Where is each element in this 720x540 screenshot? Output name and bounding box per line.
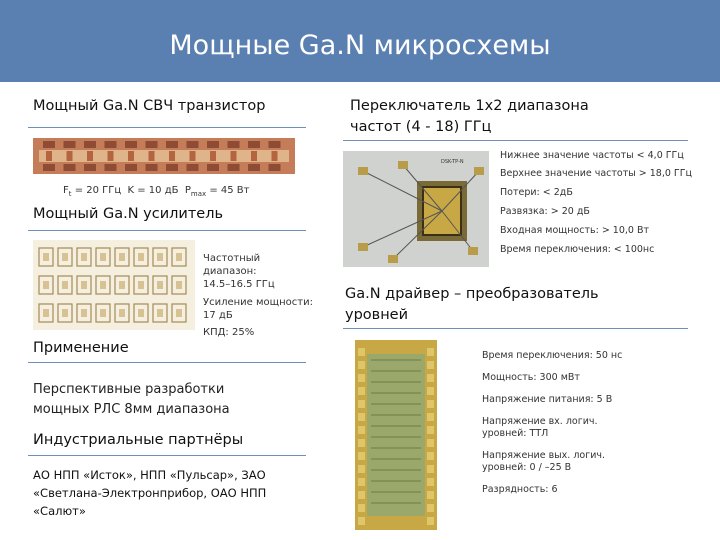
driver-spec-line: Разрядность: 6 — [482, 484, 558, 495]
amplifier-spec-line: 14.5–16.5 ГГц — [203, 279, 275, 290]
title-bar: Мощные Ga.N микросхемы — [0, 0, 720, 82]
amplifier-rule — [28, 230, 306, 231]
driver-spec-line: Напряжение питания: 5 В — [482, 394, 613, 405]
driver-spec-line: Время переключения: 50 нс — [482, 350, 623, 361]
driver-chip-image — [355, 340, 437, 530]
driver-heading: Ga.N драйвер – преобразователь уровней — [345, 284, 599, 326]
switch-spec-line: Потери: < 2дБ — [500, 187, 573, 198]
switch-heading-line: частот (4 - 18) ГГц — [350, 119, 492, 135]
switch-heading-line: Переключатель 1х2 диапазона — [350, 98, 589, 114]
transistor-heading: Мощный Ga.N СВЧ транзистор — [33, 98, 266, 114]
driver-spec-line: Напряжение вых. логич. — [482, 450, 606, 461]
driver-spec-line: уровней: 0 / –25 В — [482, 462, 572, 473]
switch-spec-line: Верхнее значение частоты > 18,0 ГГц — [500, 168, 692, 179]
application-rule — [28, 362, 306, 363]
driver-rule — [343, 328, 688, 329]
driver-specs: Время переключения: 50 нс Мощность: 300 … — [482, 350, 702, 496]
driver-spec-line: Напряжение вх. логич. — [482, 416, 598, 427]
switch-spec-line: Входная мощность: > 10,0 Вт — [500, 225, 650, 236]
driver-heading-line: уровней — [345, 307, 409, 323]
switch-chip-image: DSK-TP-N — [343, 151, 489, 267]
switch-spec-line: Время переключения: < 100нс — [500, 244, 655, 255]
amplifier-spec-line: Частотный диапазон: — [203, 253, 261, 277]
transistor-params: Ft = 20 ГГц K = 10 дБ Pmax = 45 Вт — [63, 185, 250, 198]
amplifier-heading: Мощный Ga.N усилитель — [33, 206, 224, 222]
page-title: Мощные Ga.N микросхемы — [169, 30, 551, 61]
partners-text: АО НПП «Исток», НПП «Пульсар», ЗАО «Свет… — [33, 468, 267, 518]
amplifier-spec-line: КПД: 25% — [203, 327, 255, 338]
switch-spec-line: Нижнее значение частоты < 4,0 ГГц — [500, 150, 684, 161]
partners-heading: Индустриальные партнёры — [33, 432, 244, 448]
amplifier-chip-image — [33, 240, 195, 330]
application-text: Перспективные разработки мощных РЛС 8мм … — [33, 382, 230, 417]
switch-heading: Переключатель 1х2 диапазона частот (4 - … — [350, 96, 589, 138]
amplifier-specs: Частотный диапазон: 14.5–16.5 ГГц Усилен… — [203, 252, 313, 339]
driver-spec-line: Мощность: 300 мВт — [482, 372, 580, 383]
switch-specs: Нижнее значение частоты < 4,0 ГГц Верхне… — [500, 150, 700, 255]
transistor-chip-image — [33, 138, 295, 174]
partners-rule — [28, 455, 306, 456]
transistor-rule — [28, 127, 306, 128]
driver-spec-line: уровней: ТТЛ — [482, 428, 549, 439]
amplifier-spec-line: 17 дБ — [203, 310, 233, 321]
switch-chip-label: DSK-TP-N — [441, 159, 464, 165]
application-heading: Применение — [33, 340, 129, 356]
switch-rule — [343, 140, 688, 141]
amplifier-spec-line: Усиление мощности: — [203, 297, 313, 308]
switch-spec-line: Развязка: > 20 дБ — [500, 206, 590, 217]
driver-heading-line: Ga.N драйвер – преобразователь — [345, 286, 599, 302]
